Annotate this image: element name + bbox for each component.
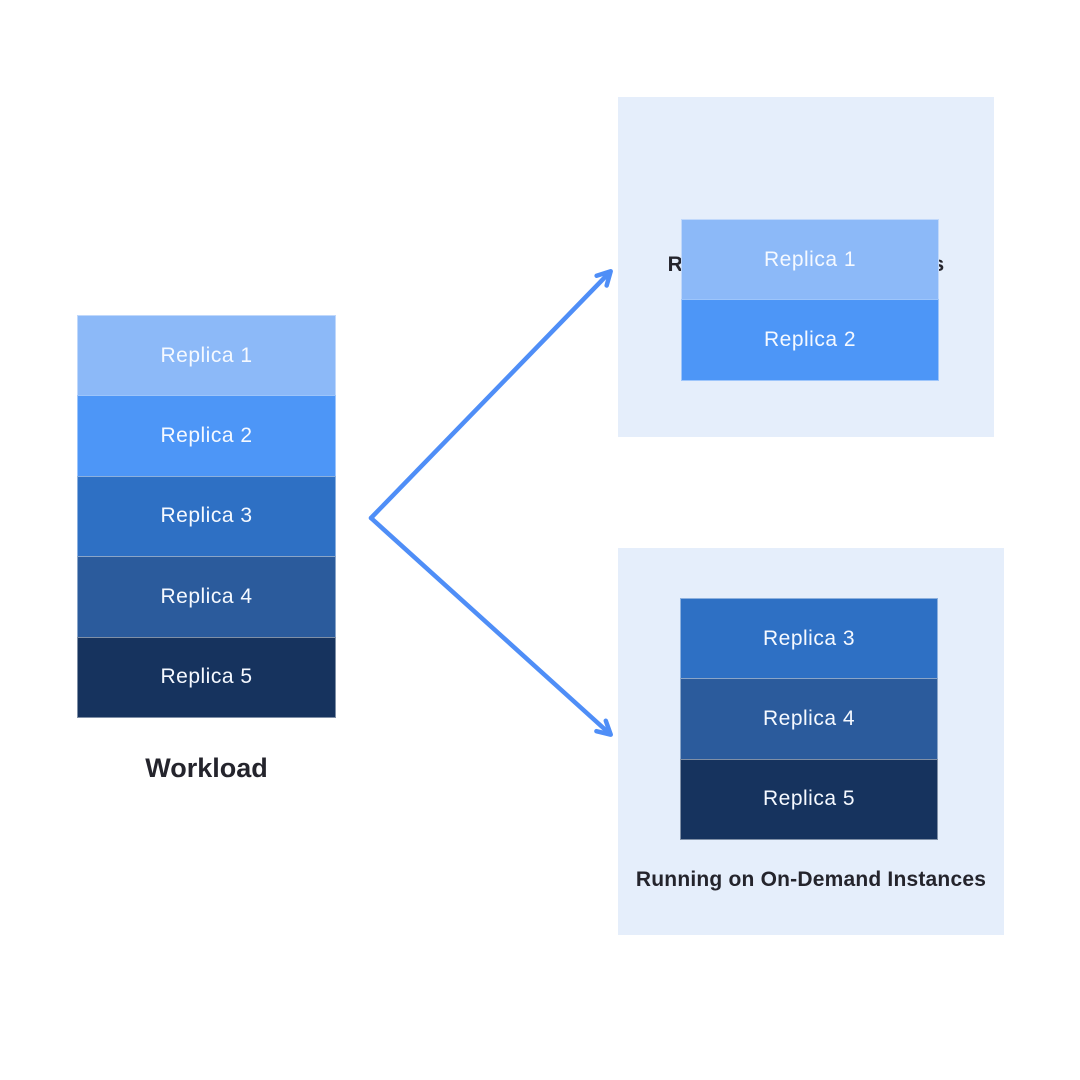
workload-replica-3: Replica 3 [77, 475, 336, 558]
spot-instances-panel: Running on Spot Instances Replica 1 Repl… [618, 97, 994, 437]
ondemand-panel-title: Running on On-Demand Instances [635, 868, 987, 891]
ondemand-instances-panel: Replica 3 Replica 4 Replica 5 Running on… [618, 548, 1004, 935]
arrow-to-ondemand [368, 515, 613, 737]
workload-replica-5: Replica 5 [77, 636, 336, 718]
arrow-to-spot [368, 269, 613, 521]
ondemand-replica-3: Replica 3 [680, 598, 938, 680]
workload-replica-1: Replica 1 [77, 315, 336, 397]
ondemand-replica-4: Replica 4 [680, 678, 938, 760]
spot-replica-stack: Replica 1 Replica 2 [681, 219, 939, 381]
ondemand-replica-5: Replica 5 [680, 758, 938, 841]
workload-label: Workload [145, 753, 268, 783]
ondemand-replica-stack: Replica 3 Replica 4 Replica 5 [680, 598, 938, 841]
workload-replica-4: Replica 4 [77, 556, 336, 638]
spot-replica-2: Replica 2 [681, 299, 939, 381]
spot-replica-1: Replica 1 [681, 219, 939, 301]
workload-stack: Replica 1 Replica 2 Replica 3 Replica 4 … [77, 315, 336, 718]
workload-replica-2: Replica 2 [77, 395, 336, 477]
